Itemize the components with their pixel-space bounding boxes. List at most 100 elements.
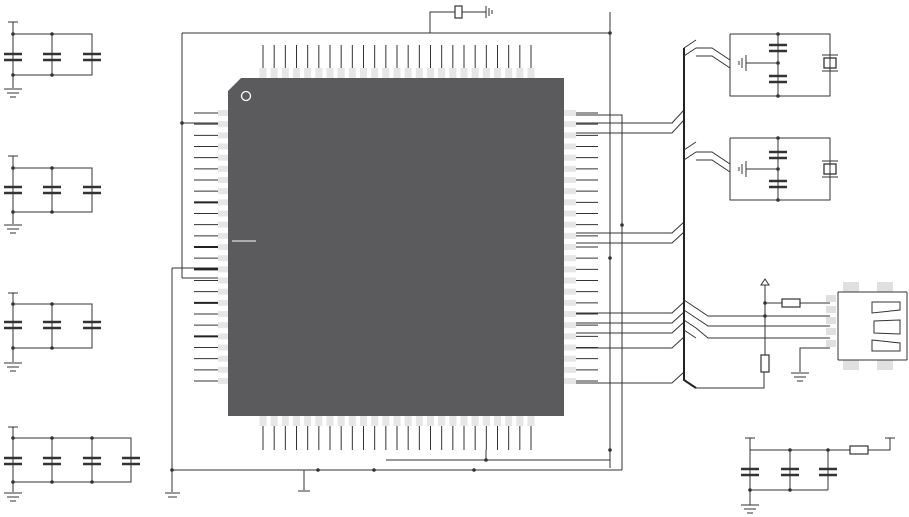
chip-pin xyxy=(564,311,576,317)
chip-pin xyxy=(293,68,300,78)
chip-pin xyxy=(218,222,228,228)
chip-pin xyxy=(564,110,576,116)
chip-pin xyxy=(218,199,228,205)
chip-pin xyxy=(449,68,456,78)
chip-pin xyxy=(218,356,228,362)
chip-bottom-pins xyxy=(260,416,535,450)
chip-pin xyxy=(416,416,423,426)
chip-pin xyxy=(564,211,576,217)
chip-pin xyxy=(260,68,267,78)
resistor-icon xyxy=(761,355,769,372)
chip-pin xyxy=(405,416,412,426)
chip-pin xyxy=(327,68,334,78)
chip-pin xyxy=(218,233,228,239)
chip-pin xyxy=(564,244,576,250)
chip-pin xyxy=(360,416,367,426)
decoupling-group-3 xyxy=(4,293,101,371)
chip-pin xyxy=(371,68,378,78)
chip-pin xyxy=(349,416,356,426)
chip-pin xyxy=(564,155,576,161)
chip-pin xyxy=(483,416,490,426)
ground-icon xyxy=(4,493,22,501)
chip-pin xyxy=(472,416,479,426)
chip-pin xyxy=(218,266,228,272)
decoupling-group-1 xyxy=(4,22,101,97)
chip-pin xyxy=(564,188,576,194)
chip-pin xyxy=(218,121,228,127)
chip-pin xyxy=(260,416,267,426)
chip-pin xyxy=(528,416,535,426)
chip-pin xyxy=(564,378,576,384)
chip-pin xyxy=(338,68,345,78)
chip-pin xyxy=(218,289,228,295)
ground-icon xyxy=(739,161,778,177)
chip-pin xyxy=(564,177,576,183)
chip-pin xyxy=(461,68,468,78)
chip-pin xyxy=(218,110,228,116)
ground-icon xyxy=(486,6,492,18)
chip-pin xyxy=(218,155,228,161)
chip-pin xyxy=(218,188,228,194)
chip-pin xyxy=(516,416,523,426)
ground-icon xyxy=(4,89,22,97)
chip-pin xyxy=(394,68,401,78)
chip-pin xyxy=(371,416,378,426)
chip-pin xyxy=(416,68,423,78)
chip-pin xyxy=(315,416,322,426)
chip-pin xyxy=(461,416,468,426)
resistor-icon xyxy=(850,446,868,454)
resistor-icon xyxy=(782,299,800,307)
chip-left-pins xyxy=(194,110,228,384)
chip-pin xyxy=(218,278,228,284)
chip-pin xyxy=(564,255,576,261)
chip-pin xyxy=(218,244,228,250)
chip-pin xyxy=(218,144,228,150)
ground-icon xyxy=(741,505,759,513)
chip-pin xyxy=(218,322,228,328)
chip-pin xyxy=(218,166,228,172)
chip-pin xyxy=(564,266,576,272)
chip-pin xyxy=(564,322,576,328)
chip-pin xyxy=(427,68,434,78)
chip-pin xyxy=(282,416,289,426)
chip-pin xyxy=(564,222,576,228)
chip-pin xyxy=(564,233,576,239)
power-input-group xyxy=(741,438,895,513)
chip-pin xyxy=(349,68,356,78)
chip-pin xyxy=(382,416,389,426)
chip-pin xyxy=(564,356,576,362)
chip-pin xyxy=(218,300,228,306)
chip-pin xyxy=(564,278,576,284)
chip-pin xyxy=(564,121,576,127)
chip-pin xyxy=(218,211,228,217)
chip-pin xyxy=(360,68,367,78)
chip-pin xyxy=(218,177,228,183)
chip-pin xyxy=(218,333,228,339)
ground-icon xyxy=(4,225,22,233)
chip-pin xyxy=(271,416,278,426)
chip-pin xyxy=(271,68,278,78)
ground-icon xyxy=(791,348,830,381)
chip-pin xyxy=(338,416,345,426)
chip-pin xyxy=(564,300,576,306)
chip-pin xyxy=(516,68,523,78)
chip-pin xyxy=(564,199,576,205)
chip-pin xyxy=(564,367,576,373)
decoupling-group-4 xyxy=(4,427,140,501)
microcontroller-chip xyxy=(228,78,564,416)
chip-pin xyxy=(218,345,228,351)
chip-pin xyxy=(528,68,535,78)
usb-connector-icon xyxy=(826,282,907,370)
chip-pin xyxy=(438,416,445,426)
chip-pin xyxy=(564,345,576,351)
chip-pin xyxy=(282,68,289,78)
chip-pin xyxy=(405,68,412,78)
chip-pin xyxy=(483,68,490,78)
chip-pin xyxy=(218,132,228,138)
chip-pin xyxy=(505,68,512,78)
chip-pin xyxy=(564,144,576,150)
chip-pin xyxy=(427,416,434,426)
chip-right-pins xyxy=(564,110,598,384)
chip-top-pins xyxy=(260,45,535,78)
